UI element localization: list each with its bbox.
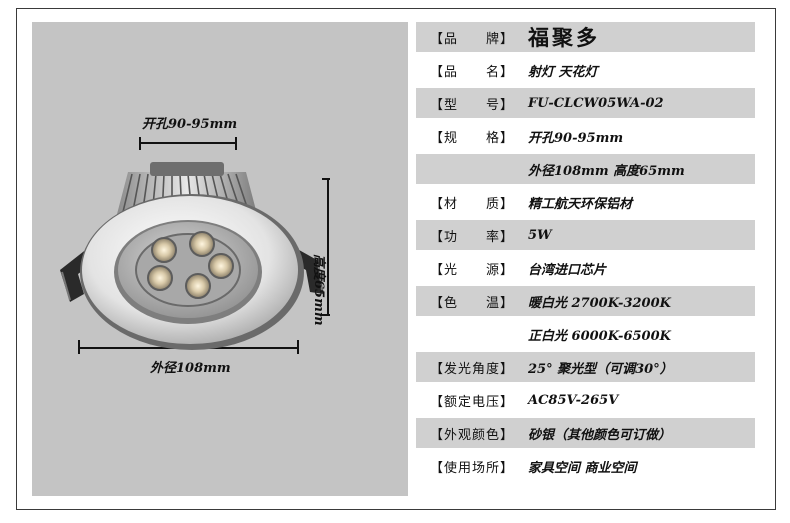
spec-label: 【功 率】 [416,220,528,250]
spec-value: 精工航天环保铝材 [528,196,633,212]
spec-row: 正白光 6000K-6500K [416,319,755,349]
spec-row: 【品 牌】福聚多 [416,22,755,52]
spec-label-text: 【功 率】 [429,229,514,245]
spec-label-text: 【材 质】 [429,196,514,212]
spec-row: 【规 格】开孔90-95mm [416,121,755,151]
height-dimension-line [322,178,330,316]
spec-label-text: 【型 号】 [429,97,514,113]
spec-row: 【品 名】射灯 天花灯 [416,55,755,85]
hole-size-dimension-line [139,137,237,150]
spec-label-text: 【发光角度】 [429,361,514,377]
spec-label-text: 【品 牌】 [429,31,514,47]
spec-table: 【品 牌】福聚多【品 名】射灯 天花灯【型 号】FU-CLCW05WA-02【规… [416,22,755,484]
spec-value: AC85V-265V [528,392,619,408]
spec-row: 外径108mm 高度65mm [416,154,755,184]
spec-row: 【额定电压】 AC85V-265V [416,385,755,415]
spec-label [416,154,528,184]
spec-label-text: 【品 名】 [429,64,514,80]
spec-value: 暖白光 2700K-3200K [528,295,671,311]
led-array [147,231,234,299]
downlight-illustration [60,137,330,354]
product-photo-panel: 开孔90-95mm 外径108mm 高度65mm [32,22,408,496]
trim-ring [80,194,304,350]
spec-value: 5W [528,227,552,243]
spec-row: 【使用场所】家具空间 商业空间 [416,451,755,481]
spec-value: 外径108mm 高度65mm [528,163,685,179]
spec-row: 【型 号】 FU-CLCW05WA-02 [416,88,755,118]
spec-label-text: 【外观颜色】 [429,427,514,443]
spec-row: 【光 源】台湾进口芯片 [416,253,755,283]
spec-label: 【外观颜色】 [416,418,528,448]
hole-size-label: 开孔90-95mm [142,117,238,132]
spec-label: 【色 温】 [416,286,528,316]
outer-diameter-label: 外径108mm [150,361,231,376]
spec-row: 【材 质】精工航天环保铝材 [416,187,755,217]
spec-value: 砂银（其他颜色可订做） [528,427,672,443]
spec-value: FU-CLCW05WA-02 [528,95,664,111]
spec-label-text: 【色 温】 [429,295,514,311]
spec-value: 射灯 天花灯 [528,64,598,80]
spec-label: 【光 源】 [416,253,528,283]
spec-label: 【规 格】 [416,121,528,151]
height-label: 高度65mm [311,254,326,326]
brand-name: 福聚多 [528,25,600,50]
spec-label [416,319,528,349]
spec-label: 【发光角度】 [416,352,528,382]
spec-row: 【功 率】 5W [416,220,755,250]
spec-row: 【色 温】暖白光 2700K-3200K [416,286,755,316]
spec-label-text: 【使用场所】 [429,460,514,476]
spec-value: 台湾进口芯片 [528,262,607,278]
spec-value: 开孔90-95mm [528,130,624,146]
spec-label-text: 【光 源】 [429,262,514,278]
spec-value: 家具空间 商业空间 [528,460,637,476]
spec-label: 【使用场所】 [416,451,528,481]
spec-label-text: 【额定电压】 [429,394,514,410]
spec-label: 【额定电压】 [416,385,528,415]
spec-row: 【发光角度】 25° 聚光型（可调30°） [416,352,755,382]
spec-label: 【品 名】 [416,55,528,85]
spec-label-text: 【规 格】 [429,130,514,146]
spec-label: 【型 号】 [416,88,528,118]
spec-value: 正白光 6000K-6500K [528,328,671,344]
spec-value: 25° 聚光型（可调30°） [528,361,673,377]
spec-label: 【品 牌】 [416,22,528,52]
spec-label: 【材 质】 [416,187,528,217]
spec-row: 【外观颜色】砂银（其他颜色可订做） [416,418,755,448]
